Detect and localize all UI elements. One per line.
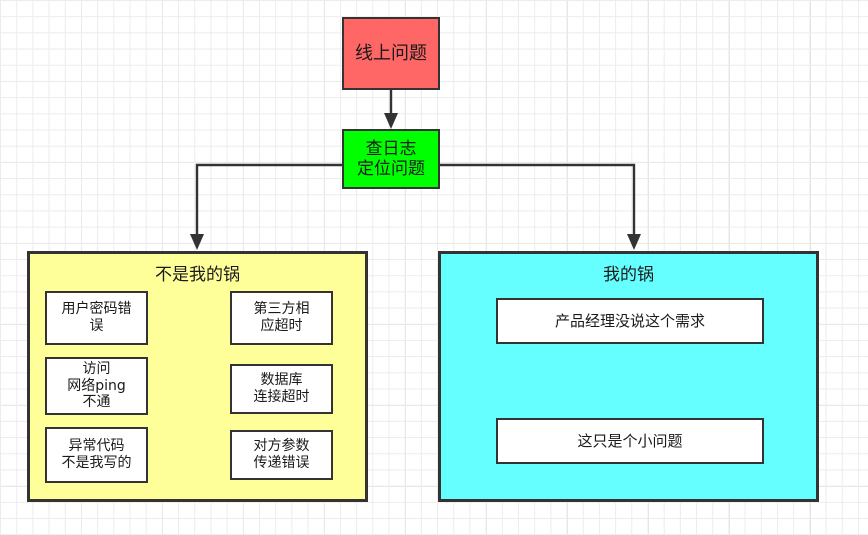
node-small-issue[interactable]: 这只是个小问题 xyxy=(496,418,764,464)
group-my-fault-title: 我的锅 xyxy=(603,265,654,285)
node-db-timeout[interactable]: 数据库 连接超时 xyxy=(230,364,333,414)
node-param-error[interactable]: 对方参数 传递错误 xyxy=(230,430,333,480)
group-not-my-fault-title: 不是我的锅 xyxy=(155,265,240,285)
node-user-password[interactable]: 用户密码错 误 xyxy=(45,291,148,345)
node-network-ping[interactable]: 访问 网络ping 不通 xyxy=(45,357,148,415)
node-pm-no-request[interactable]: 产品经理没说这个需求 xyxy=(496,298,764,344)
group-my-fault[interactable]: 我的锅 产品经理没说这个需求 这只是个小问题 xyxy=(438,251,819,502)
node-online-issue[interactable]: 线上问题 xyxy=(342,17,440,90)
node-check-log[interactable]: 查日志 定位问题 xyxy=(342,129,440,189)
group-not-my-fault[interactable]: 不是我的锅 用户密码错 误 访问 网络ping 不通 异常代码 不是我写的 第三… xyxy=(27,251,368,502)
node-third-party[interactable]: 第三方相 应超时 xyxy=(230,291,333,345)
node-exception-code[interactable]: 异常代码 不是我写的 xyxy=(45,427,148,483)
